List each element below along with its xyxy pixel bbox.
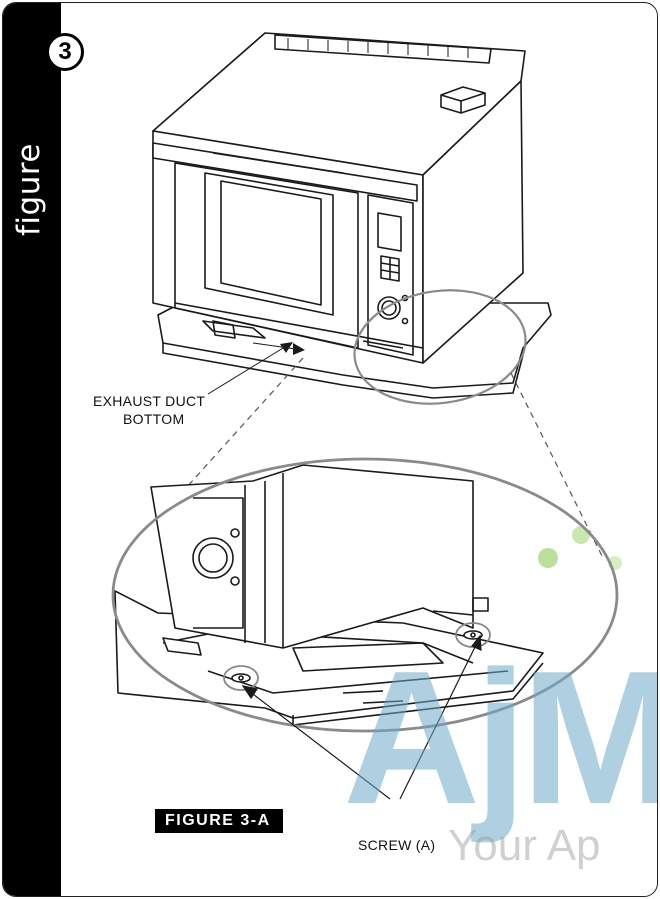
screw-label: SCREW (A) <box>358 837 436 853</box>
detail-view <box>114 464 544 726</box>
screw-arrows <box>241 634 482 800</box>
watermark-subtext: Your Ap <box>448 821 601 870</box>
exhaust-duct-label: EXHAUST DUCT <box>93 393 206 409</box>
figure-side-tab: figure <box>3 3 61 896</box>
screw-highlight-left <box>223 665 259 691</box>
figure-caption: FIGURE 3-A <box>155 809 283 833</box>
dashed-guides <box>167 357 604 559</box>
figure-number-badge: 3 <box>46 33 84 71</box>
watermark-logo: AjMa <box>343 632 657 844</box>
oven-overview <box>152 32 552 399</box>
installation-drawing <box>111 32 622 800</box>
callout-circle-detail <box>111 457 619 733</box>
callout-circle-top <box>353 289 527 405</box>
exhaust-duct-label-line2: BOTTOM <box>123 411 185 427</box>
